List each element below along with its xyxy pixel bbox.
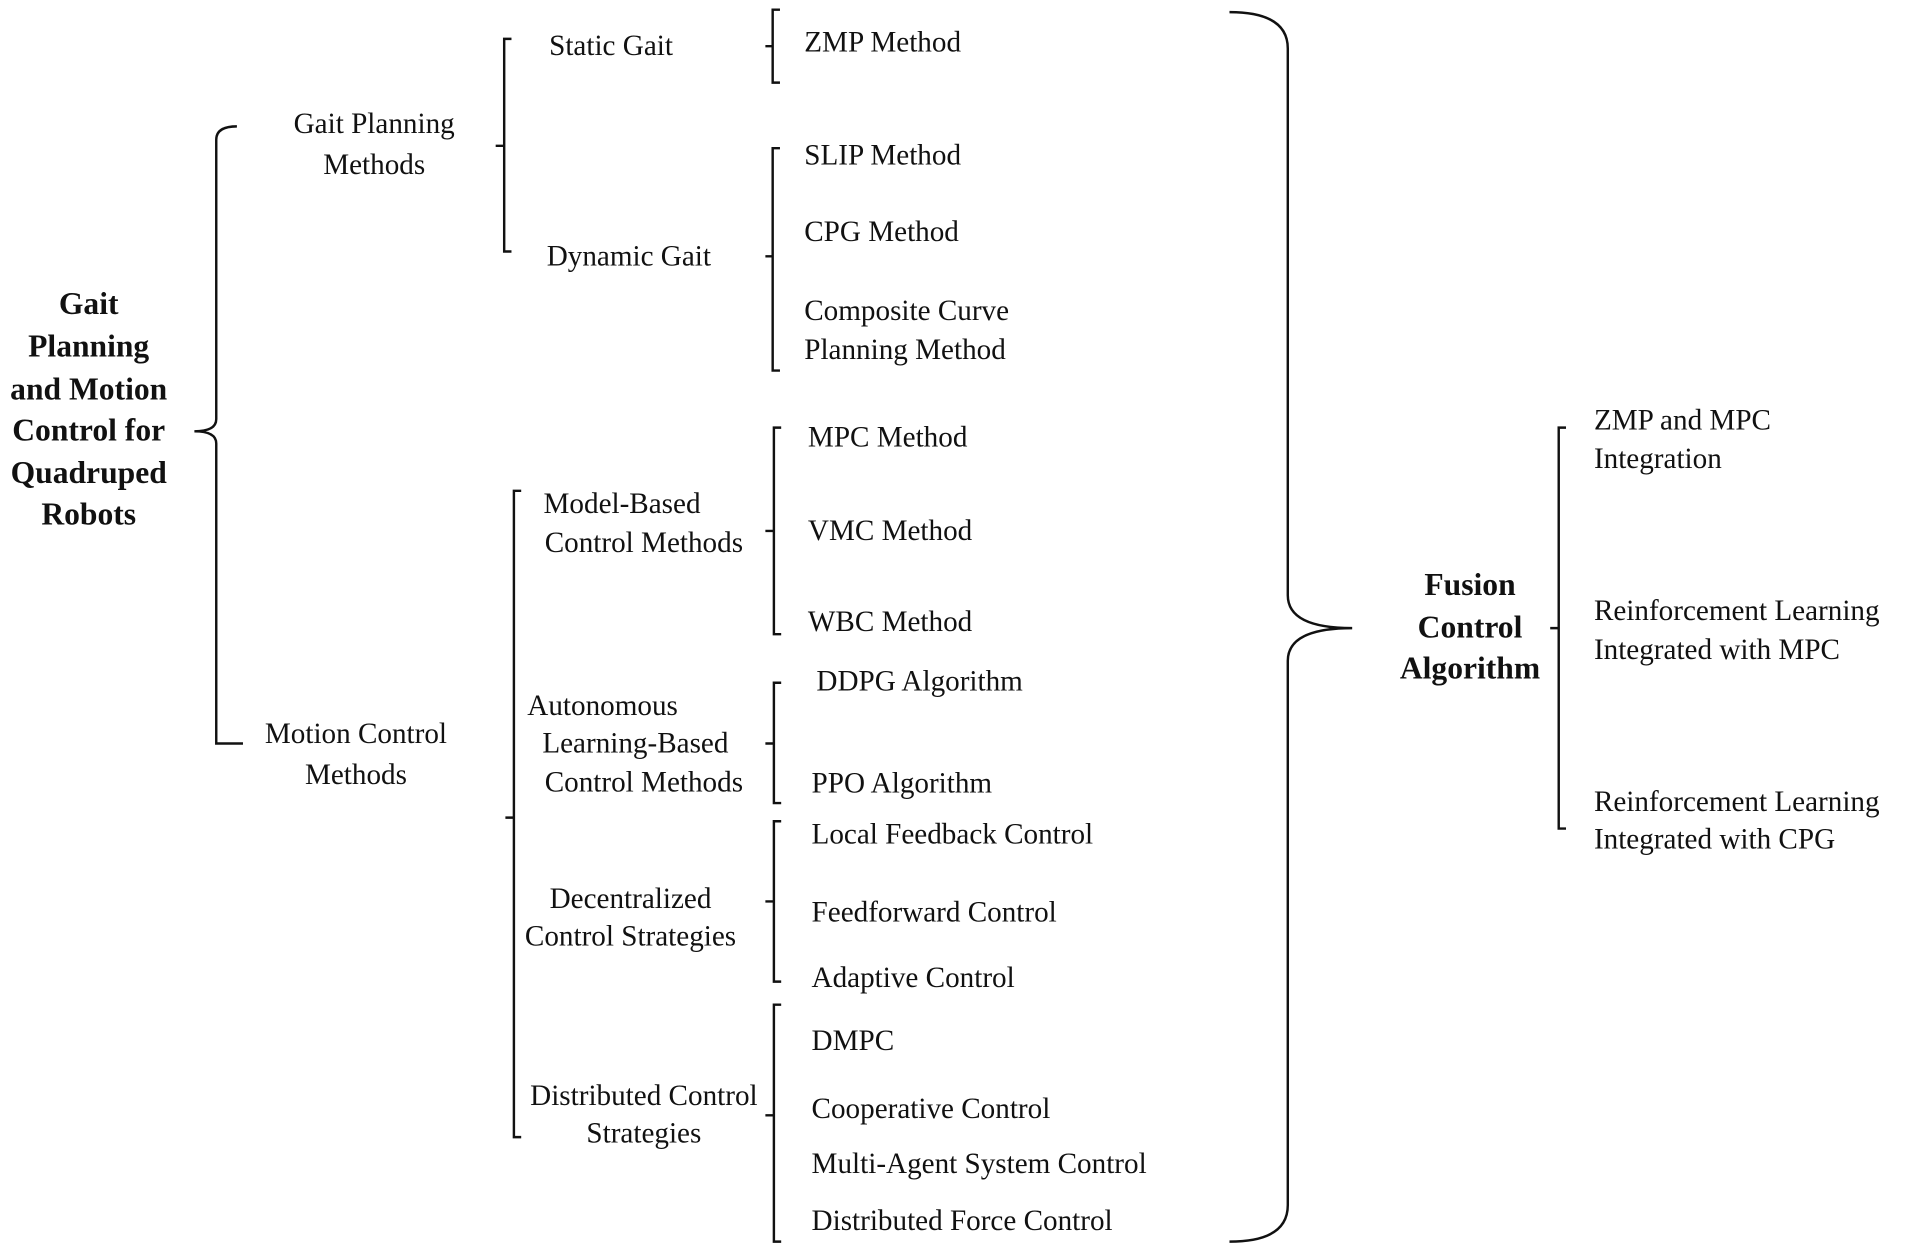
leaf-item: Adaptive Control xyxy=(812,962,1015,994)
leaf-item: VMC Method xyxy=(808,515,973,547)
root-line: Quadruped xyxy=(11,455,168,490)
gait-planning-label: Methods xyxy=(323,149,425,181)
leaf-item: CPG Method xyxy=(804,216,959,248)
learning-bracket xyxy=(765,681,782,805)
decentralized-label: Decentralized xyxy=(550,883,712,915)
gait-planning-bracket xyxy=(495,37,512,253)
root-line: Gait xyxy=(59,286,119,321)
root-line: Control for xyxy=(12,413,165,448)
dynamic-gait-bracket xyxy=(765,147,780,372)
root-line: and Motion xyxy=(10,371,167,406)
fusion-item: Integration xyxy=(1594,443,1722,475)
distributed-label: Strategies xyxy=(586,1118,701,1150)
leaf-item: ZMP Method xyxy=(804,27,961,59)
learning-label: Autonomous xyxy=(527,690,678,722)
fusion-item: Integrated with MPC xyxy=(1594,634,1840,666)
dynamic-gait-label: Dynamic Gait xyxy=(547,240,711,272)
model-based-label: Model-Based xyxy=(544,488,701,520)
root-line: Planning xyxy=(28,329,149,364)
fusion-item: Integrated with CPG xyxy=(1594,823,1835,855)
leaf-item: Multi-Agent System Control xyxy=(812,1148,1147,1180)
fusion-bracket xyxy=(1550,426,1567,830)
static-gait-bracket xyxy=(765,8,780,84)
distributed-bracket xyxy=(765,1003,782,1243)
model-based-bracket xyxy=(765,426,782,636)
fusion-item: Reinforcement Learning xyxy=(1594,786,1880,818)
leaf-item: WBC Method xyxy=(808,606,973,638)
fusion-title: Control xyxy=(1418,609,1523,644)
gait-planning-label: Gait Planning xyxy=(294,108,456,140)
leaf-item: Planning Method xyxy=(804,334,1006,366)
fusion-item: Reinforcement Learning xyxy=(1594,595,1880,627)
fusion-curly-brace xyxy=(1229,10,1353,1243)
leaf-item: Cooperative Control xyxy=(812,1093,1051,1125)
fusion-title: Algorithm xyxy=(1400,651,1540,686)
motion-control-bracket xyxy=(505,489,522,1139)
learning-label: Learning-Based xyxy=(542,728,729,760)
static-gait-label: Static Gait xyxy=(549,30,673,62)
root-title: Gait Planning and Motion Control for Qua… xyxy=(10,286,167,531)
leaf-item: PPO Algorithm xyxy=(812,768,993,800)
fusion-item: ZMP and MPC xyxy=(1594,404,1771,436)
distributed-label: Distributed Control xyxy=(530,1080,757,1112)
learning-label: Control Methods xyxy=(545,766,743,798)
model-based-label: Control Methods xyxy=(545,527,743,559)
leaf-item: Feedforward Control xyxy=(812,896,1057,928)
decentralized-bracket xyxy=(765,820,782,983)
leaf-item: DDPG Algorithm xyxy=(816,666,1023,698)
motion-control-label: Motion Control xyxy=(265,718,447,750)
leaf-item: Distributed Force Control xyxy=(812,1205,1113,1237)
leaf-item: Composite Curve xyxy=(804,295,1009,327)
leaf-item: MPC Method xyxy=(808,421,968,453)
motion-control-label: Methods xyxy=(305,759,407,791)
leaf-item: SLIP Method xyxy=(804,140,961,172)
leaf-item: Local Feedback Control xyxy=(812,819,1094,851)
fusion-title: Fusion xyxy=(1424,567,1516,602)
leaf-item: DMPC xyxy=(812,1025,895,1057)
decentralized-label: Control Strategies xyxy=(525,921,736,953)
root-line: Robots xyxy=(41,496,136,531)
root-bracket xyxy=(194,125,243,745)
